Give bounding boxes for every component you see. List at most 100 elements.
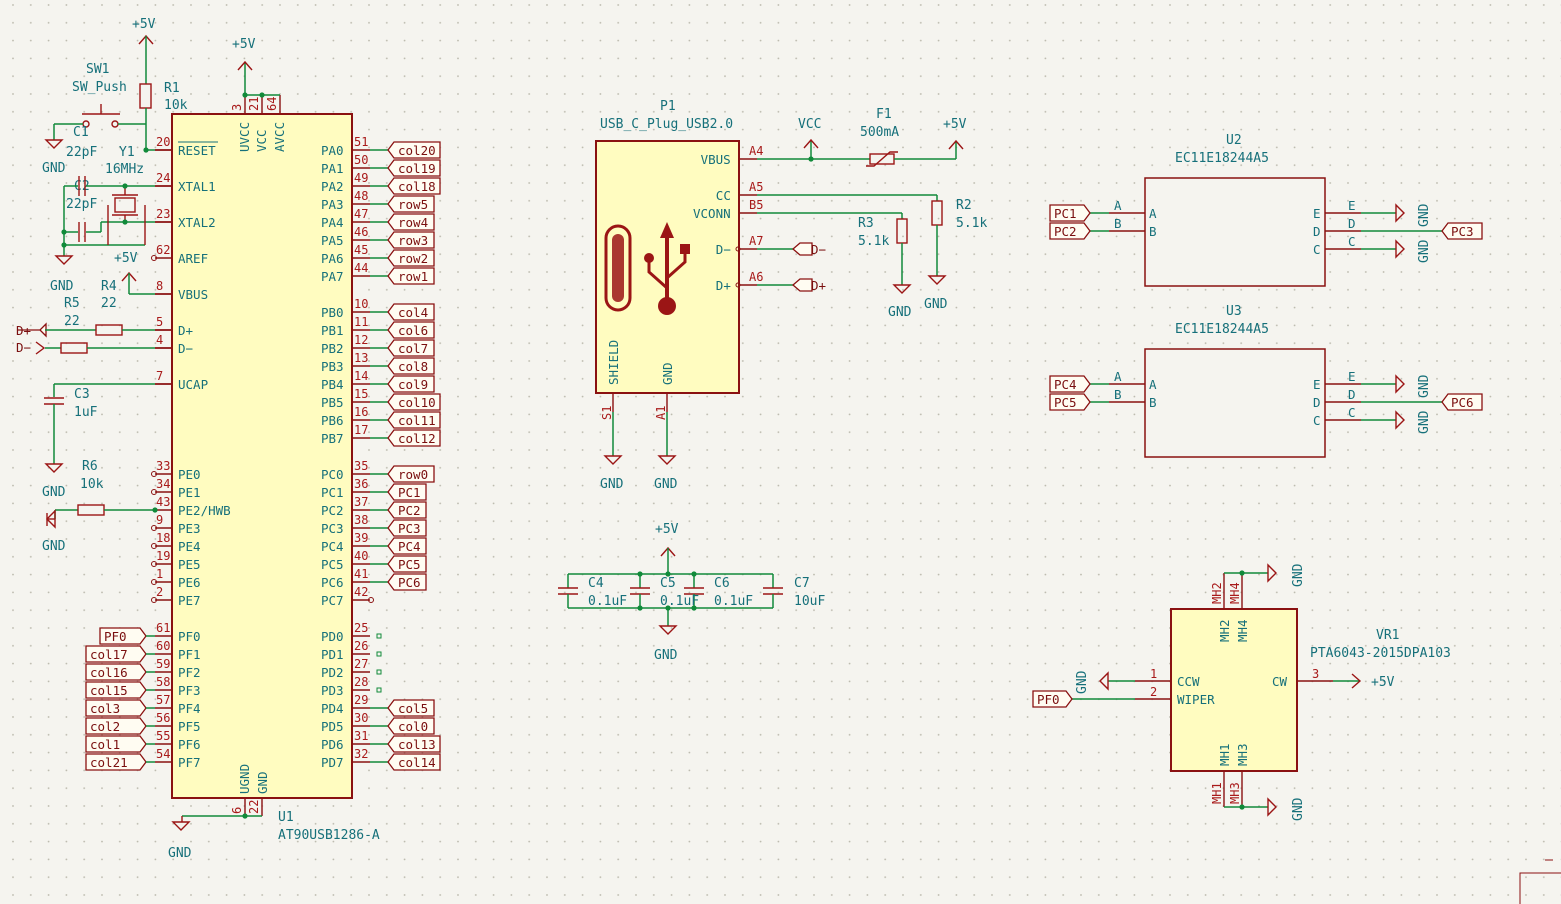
usb-c-connector-p1[interactable]: P1 USB_C_Plug_USB2.0 A4VBUSA5CCB5VCONNA7… <box>595 99 763 420</box>
net-label-pc1[interactable]: PC1 <box>387 483 427 501</box>
svg-text:A: A <box>1149 377 1157 392</box>
net-label-col8[interactable]: col8 <box>387 357 435 375</box>
gnd-label: GND <box>1291 797 1306 821</box>
net-label-row2[interactable]: row2 <box>387 249 435 267</box>
mcu-pin-num: 48 <box>354 189 368 203</box>
mcu-pin-num: 33 <box>156 459 170 473</box>
mcu-pin-num: 62 <box>156 243 170 257</box>
net-label-row4[interactable]: row4 <box>387 213 435 231</box>
net-label-col19[interactable]: col19 <box>387 159 441 177</box>
svg-text:col9: col9 <box>398 377 428 392</box>
net-label-col7[interactable]: col7 <box>387 339 435 357</box>
net-label-col0[interactable]: col0 <box>387 717 435 735</box>
net-label-row1[interactable]: row1 <box>387 267 435 285</box>
net-label-col4[interactable]: col4 <box>387 303 435 321</box>
svg-text:row4: row4 <box>398 215 428 230</box>
net-label-col2[interactable]: col2 <box>85 717 155 735</box>
crystal-y1[interactable] <box>107 186 146 245</box>
net-label-pc4[interactable]: PC4 <box>387 537 427 555</box>
net-label-pc6[interactable]: PC6 <box>387 573 427 591</box>
net-label-dplus[interactable]: D+ <box>16 322 47 338</box>
svg-text:col18: col18 <box>398 179 436 194</box>
net-label-pc1[interactable]: PC1 <box>1049 204 1091 222</box>
net-label-col1[interactable]: col1 <box>85 735 155 753</box>
mcu-pin-name: PF4 <box>178 701 201 716</box>
mcu-pin-name: PA5 <box>321 233 344 248</box>
pot-pin-num: 2 <box>1150 685 1157 699</box>
power-5v-symbol: +5V <box>232 37 256 71</box>
svg-text:D+: D+ <box>811 278 826 293</box>
net-label-row3[interactable]: row3 <box>387 231 435 249</box>
svg-text:A: A <box>1114 369 1122 384</box>
net-label-row0[interactable]: row0 <box>387 465 435 483</box>
net-label-dminus-usb[interactable]: D− <box>792 242 826 257</box>
net-label-col6[interactable]: col6 <box>387 321 435 339</box>
mcu-pin-name: PE2/HWB <box>178 503 231 518</box>
mcu-pin-num: 51 <box>354 135 368 149</box>
pot-mh-pin: MH3 <box>1228 782 1242 804</box>
svg-text:D: D <box>1348 387 1356 402</box>
mcu-pin-num: 39 <box>354 531 368 545</box>
net-label-pc5[interactable]: PC5 <box>1049 393 1091 411</box>
net-label-pc6[interactable]: PC6 <box>1441 393 1483 411</box>
net-label-col15[interactable]: col15 <box>85 681 155 699</box>
net-label-pc2[interactable]: PC2 <box>1049 222 1091 240</box>
net-label-col20[interactable]: col20 <box>387 141 441 159</box>
pot-mh-name: MH4 <box>1235 619 1250 642</box>
net-label-row5[interactable]: row5 <box>387 195 435 213</box>
encoder-body[interactable] <box>1144 348 1326 458</box>
net-label-pc5[interactable]: PC5 <box>387 555 427 573</box>
mcu-u1[interactable]: 20RESET24XTAL123XTAL262AREF8VBUS5D+4D−7U… <box>85 95 441 843</box>
net-label-pf0-pot[interactable]: PF0 <box>1032 690 1073 708</box>
c6-ref: C6 <box>714 576 730 591</box>
mcu-pin-name: PA2 <box>321 179 344 194</box>
mcu-pin-name: PE5 <box>178 557 201 572</box>
encoder-body[interactable] <box>1144 177 1326 287</box>
net-label-col12[interactable]: col12 <box>387 429 441 447</box>
potentiometer-vr1[interactable]: VR1 PTA6043-2015DPA103 1 2 3 CCW WIPER C… <box>1135 573 1451 807</box>
net-label-col9[interactable]: col9 <box>387 375 435 393</box>
svg-text:PC1: PC1 <box>398 485 421 500</box>
net-label-col16[interactable]: col16 <box>85 663 155 681</box>
svg-text:PC3: PC3 <box>1451 224 1474 239</box>
net-label-dplus-usb[interactable]: D+ <box>792 278 826 293</box>
net-label-col11[interactable]: col11 <box>387 411 441 429</box>
f1-ref: F1 <box>876 107 892 122</box>
c7-ref: C7 <box>794 576 810 591</box>
net-label-col3[interactable]: col3 <box>85 699 155 717</box>
svg-text:col19: col19 <box>398 161 436 176</box>
mcu-pin-num: 47 <box>354 207 368 221</box>
mcu-pin-num: 41 <box>354 567 368 581</box>
net-label-col18[interactable]: col18 <box>387 177 441 195</box>
net-label-pc4[interactable]: PC4 <box>1049 375 1091 393</box>
net-label-pc2[interactable]: PC2 <box>387 501 427 519</box>
y1-ref: Y1 <box>119 145 135 160</box>
net-label-dminus[interactable]: D− <box>16 340 31 355</box>
net-label-pc3[interactable]: PC3 <box>1441 222 1483 240</box>
svg-text:col15: col15 <box>90 683 128 698</box>
net-label-col17[interactable]: col17 <box>85 645 155 663</box>
y1-value: 16MHz <box>105 162 144 177</box>
svg-text:PC3: PC3 <box>398 521 421 536</box>
mcu-pin-num: 4 <box>156 333 163 347</box>
pot-pin-num: 1 <box>1150 667 1157 681</box>
net-label-col10[interactable]: col10 <box>387 393 441 411</box>
net-label-col14[interactable]: col14 <box>387 753 441 771</box>
mcu-pin-name: PC3 <box>321 521 344 536</box>
r1-ref: R1 <box>164 81 180 96</box>
net-label-pc3[interactable]: PC3 <box>387 519 427 537</box>
net-label-pf0[interactable]: PF0 <box>99 627 155 645</box>
net-label-col21[interactable]: col21 <box>85 753 155 771</box>
usb-pin-num: A4 <box>749 144 763 158</box>
svg-text:row3: row3 <box>398 233 428 248</box>
svg-text:col6: col6 <box>398 323 428 338</box>
net-label-col5[interactable]: col5 <box>387 699 435 717</box>
mcu-pin-name: RESET <box>178 143 216 158</box>
vr1-value: PTA6043-2015DPA103 <box>1310 646 1451 661</box>
net-label-col13[interactable]: col13 <box>387 735 441 753</box>
svg-text:PC2: PC2 <box>1054 224 1077 239</box>
svg-text:E: E <box>1313 206 1321 221</box>
mcu-body[interactable] <box>171 113 353 799</box>
